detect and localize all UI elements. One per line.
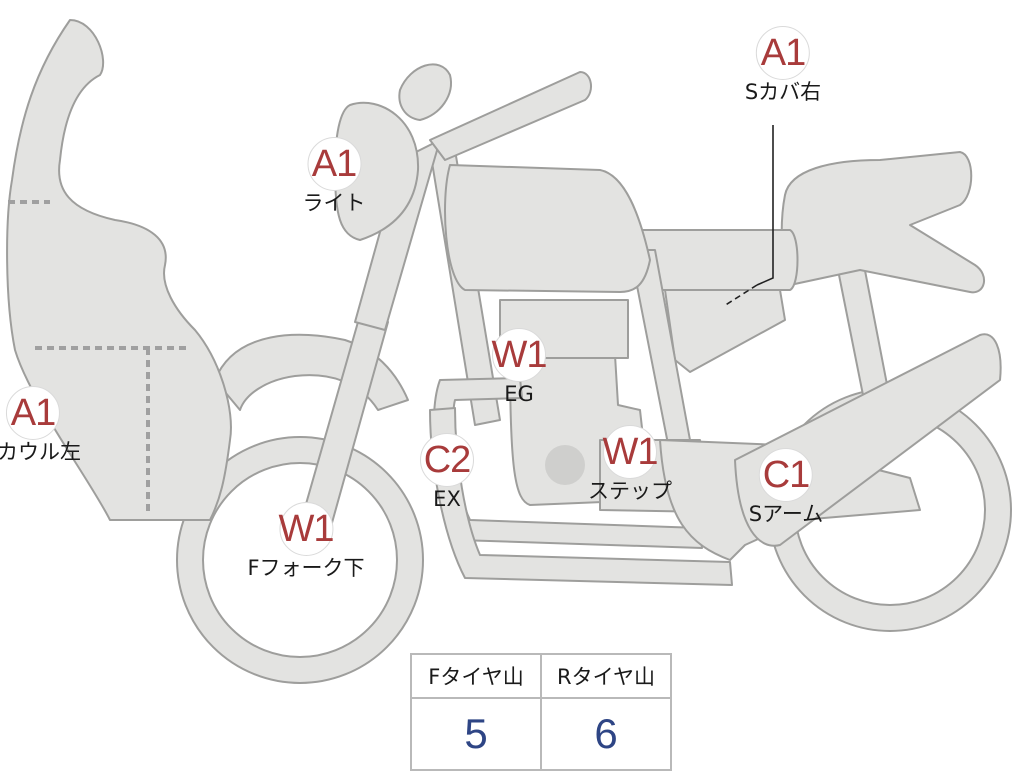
tire-tread-table: Fタイヤ山 Rタイヤ山 5 6: [410, 653, 672, 771]
part-label: Sアーム: [748, 501, 824, 526]
part-label: Fカウル左: [0, 439, 82, 464]
front-cowl: [6, 19, 232, 521]
marker-fork-lower[interactable]: W1 Fフォーク下: [247, 501, 365, 580]
handlebar: [429, 71, 592, 161]
part-label: EG: [504, 381, 534, 406]
marker-step[interactable]: W1 ステップ: [588, 424, 672, 503]
grade-badge: W1: [603, 424, 659, 479]
rear-tire-value: 6: [540, 697, 672, 771]
grade-badge: C1: [758, 447, 813, 502]
marker-exhaust[interactable]: C2 EX: [420, 432, 474, 511]
part-label: Fフォーク下: [247, 555, 365, 580]
front-tire-header: Fタイヤ山: [410, 653, 542, 699]
marker-engine[interactable]: W1 EG: [492, 327, 548, 406]
part-label: ステップ: [588, 478, 672, 503]
tire-table-value-row: 5 6: [410, 697, 672, 771]
front-tire-value: 5: [410, 697, 542, 771]
fuel-tank: [444, 164, 651, 293]
grade-badge: W1: [492, 327, 548, 382]
tire-table-header-row: Fタイヤ山 Rタイヤ山: [410, 653, 672, 699]
grade-badge: W1: [279, 501, 335, 556]
marker-cowl-left[interactable]: A1 Fカウル左: [0, 385, 82, 464]
mirror: [398, 63, 452, 121]
grade-badge: A1: [756, 25, 810, 80]
marker-light[interactable]: A1 ライト: [302, 136, 366, 215]
marker-swingarm[interactable]: C1 Sアーム: [748, 447, 824, 526]
grade-badge: A1: [6, 385, 60, 440]
grade-badge: A1: [307, 136, 361, 191]
part-label: ライト: [302, 190, 366, 215]
part-label: Sカバ右: [744, 79, 822, 104]
front-wheel: [177, 437, 423, 683]
marker-side-cover-right[interactable]: A1 Sカバ右: [744, 25, 822, 104]
seat: [780, 151, 985, 294]
grade-badge: C2: [420, 432, 474, 487]
part-label: EX: [433, 486, 461, 511]
side-cover: [664, 289, 786, 373]
fork-upper: [354, 139, 441, 331]
rear-strut: [834, 254, 891, 406]
rear-tire-header: Rタイヤ山: [540, 653, 672, 699]
